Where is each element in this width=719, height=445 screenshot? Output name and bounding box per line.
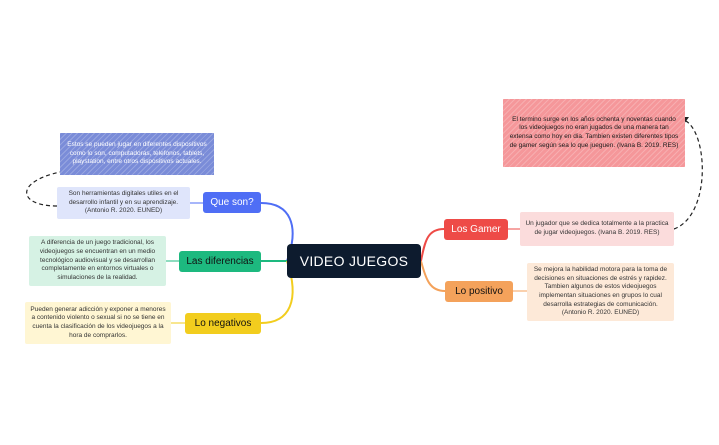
callout-gamer[interactable]: El termino surge en los años ochenta y n… [503,99,685,167]
callout-que-son[interactable]: Estos se pueden jugar en diferentes disp… [60,133,214,175]
topic-que-son[interactable]: Que son? [203,192,261,213]
branch-line-positivo [420,260,446,292]
topic-positivo[interactable]: Lo positivo [445,281,513,302]
central-topic[interactable]: VIDEO JUEGOS [287,244,421,278]
dashed-arrow-que-son [26,171,61,207]
note-positivo[interactable]: Se mejora la habilidad motora para la to… [527,263,674,321]
note-diferencias[interactable]: A diferencia de un juego tradicional, lo… [29,236,166,286]
dashed-arrow-gamer [673,119,703,230]
topic-diferencias[interactable]: Las diferencias [179,251,261,272]
branch-line-gamer [420,228,445,262]
note-negativos[interactable]: Pueden generar adicción y exponer a meno… [25,302,171,344]
note-gamer[interactable]: Un jugador que se dedica totalmente a la… [520,212,674,246]
topic-gamer[interactable]: Los Gamer [444,219,508,240]
note-que-son[interactable]: Son herramientas digitales utiles en el … [57,187,190,219]
topic-negativos[interactable]: Lo negativos [185,313,261,334]
